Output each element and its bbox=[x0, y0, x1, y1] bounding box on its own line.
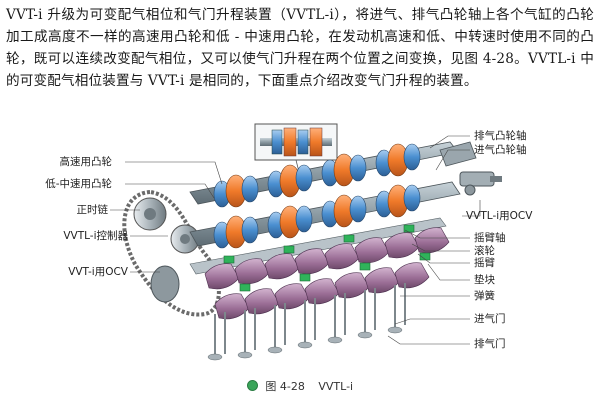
label-exhaust-valve: 排气门 bbox=[474, 338, 506, 350]
label-roller: 滚轮 bbox=[474, 245, 495, 257]
label-pad: 垫块 bbox=[474, 274, 495, 286]
label-vvtl-ocv: VVTL-i用OCV bbox=[466, 210, 533, 222]
label-vvt-ocv: VVT-i用OCV bbox=[68, 266, 128, 278]
label-low-mid-speed-cam: 低-中速用凸轮 bbox=[45, 178, 112, 190]
caption-title: VVTL-i bbox=[318, 380, 354, 393]
label-high-speed-cam: 高速用凸轮 bbox=[59, 156, 113, 168]
vvtl-engine-illustration bbox=[110, 123, 502, 361]
label-timing-chain: 正时链 bbox=[76, 204, 109, 216]
body-paragraph: VVT-i 升级为可变配气相位和气门升程装置（VVTL-i），将进气、排气凸轮轴… bbox=[6, 7, 594, 89]
figure-caption: 图 4-28 VVTL-i bbox=[0, 378, 600, 394]
valve-train-drawing bbox=[189, 217, 450, 361]
label-spring: 弹簧 bbox=[474, 290, 495, 302]
label-intake-valve: 进气门 bbox=[474, 313, 506, 325]
leader-lines bbox=[110, 135, 481, 345]
caption-number: 图 4-28 bbox=[265, 380, 305, 393]
label-rocker-shaft: 摇臂轴 bbox=[474, 232, 506, 244]
label-intake-camshaft: 进气凸轮轴 bbox=[474, 144, 527, 156]
label-vvtl-controller: VVTL-i控制器 bbox=[63, 230, 128, 242]
timing-chain-drawing bbox=[122, 189, 221, 317]
intake-camshaft-drawing bbox=[189, 181, 461, 249]
vvtl-figure: 高速用凸轮 低-中速用凸轮 正时链 VVTL-i控制器 VVT-i用OCV 排气… bbox=[0, 114, 600, 382]
caption-bullet-icon bbox=[246, 380, 258, 391]
cam-detail-inset bbox=[254, 123, 338, 177]
label-rocker-arm: 摇臂 bbox=[474, 257, 495, 269]
vvtl-ocv-drawing bbox=[459, 171, 502, 196]
label-exhaust-camshaft: 排气凸轮轴 bbox=[474, 130, 527, 142]
exhaust-camshaft-drawing bbox=[189, 141, 477, 208]
